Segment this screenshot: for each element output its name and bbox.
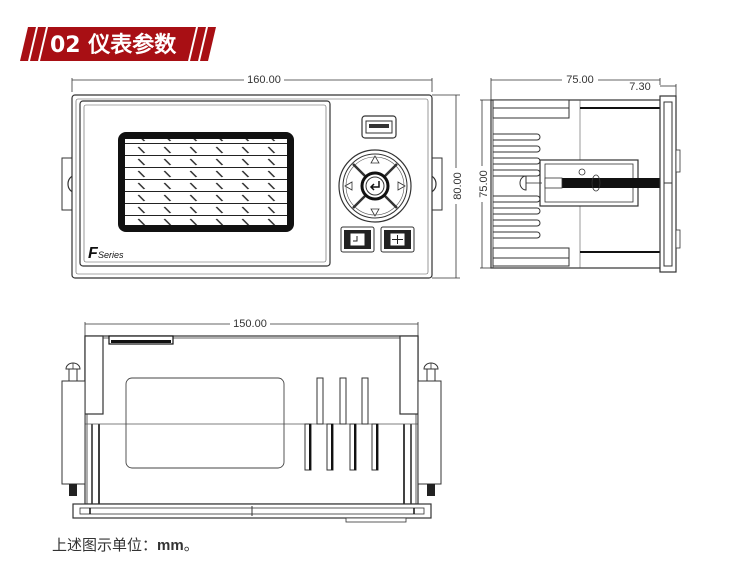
- enter-icon: [369, 181, 380, 191]
- clamp-screw: [562, 178, 668, 188]
- top-width-dimension: 150.00: [233, 318, 267, 330]
- lcd-screen: [125, 139, 287, 225]
- front-height-dimension: 80.00: [452, 172, 464, 200]
- arrow-left-icon: [344, 181, 353, 191]
- arrow-right-icon: [397, 181, 406, 191]
- brand-letter: F: [88, 245, 99, 262]
- section-title: 02 仪表参数: [50, 33, 177, 58]
- right-mounting-bracket: [417, 362, 442, 496]
- arrow-down-icon: [370, 208, 380, 217]
- banner-background: [20, 27, 216, 61]
- footnote-unit: mm: [157, 537, 184, 554]
- arrow-up-icon: [370, 155, 380, 164]
- side-depth-dimension: 75.00: [566, 74, 594, 86]
- section-banner: [0, 20, 230, 70]
- top-view: 150.00: [61, 317, 442, 523]
- side-view: 75.00 7.30 75.00: [476, 73, 681, 273]
- function-key-2: [380, 226, 415, 253]
- left-mounting-bracket: [61, 362, 86, 496]
- front-view: 160.00 80.00 F Series: [61, 73, 464, 279]
- navigation-pad: [338, 149, 412, 223]
- side-height-dimension: 75.00: [478, 170, 490, 198]
- side-bezel-dimension: 7.30: [629, 81, 650, 93]
- usb-port-icon: [361, 115, 397, 139]
- brand-word: Series: [98, 250, 124, 260]
- footnote-end: 。: [183, 536, 199, 554]
- function-key-1: [340, 226, 375, 253]
- unit-footnote: 上述图示单位：mm。: [52, 534, 199, 555]
- front-width-dimension: 160.00: [247, 74, 281, 86]
- footnote-text: 上述图示单位：: [52, 536, 158, 554]
